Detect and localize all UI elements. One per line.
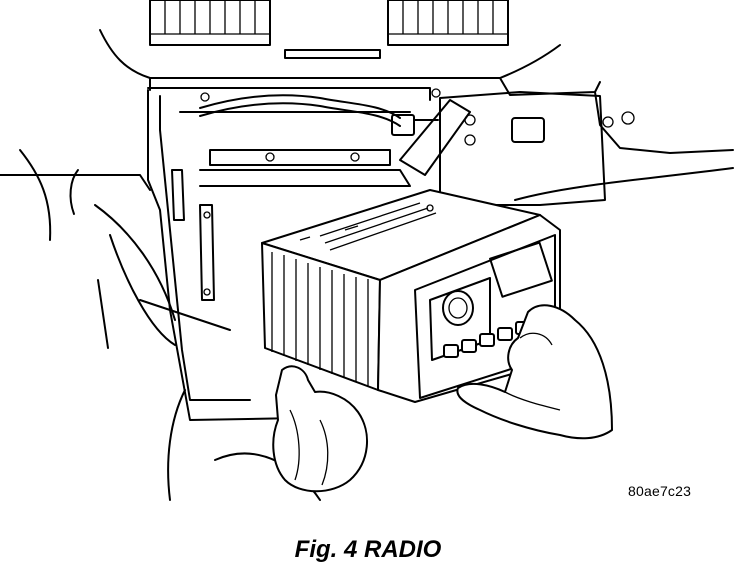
right-hand — [456, 304, 613, 440]
right-dash-panel — [439, 91, 635, 206]
radio-cavity — [147, 87, 441, 421]
left-air-vent — [149, 0, 271, 46]
mounting-bracket — [171, 99, 471, 301]
volume-knob — [442, 290, 474, 326]
figure-caption: Fig. 4 RADIO — [294, 536, 442, 563]
figure-reference-code: 80ae7c23 — [628, 483, 692, 499]
vent-center-panel — [284, 49, 381, 59]
left-hand — [272, 365, 368, 493]
wiring-harness — [199, 94, 439, 136]
dashboard-outline — [0, 29, 734, 241]
radio-unit — [261, 189, 541, 391]
right-air-vent — [387, 0, 509, 46]
